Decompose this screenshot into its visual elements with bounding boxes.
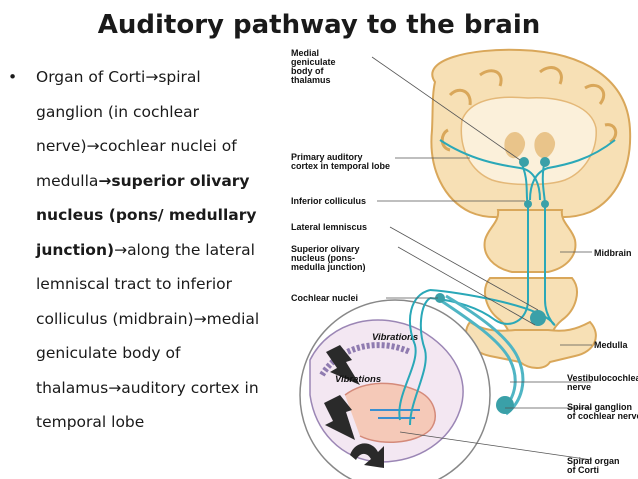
label-midbrain: Midbrain — [594, 248, 632, 258]
bullet-text-segment: geniculate body of — [36, 344, 181, 362]
arrow-icon: → — [145, 68, 159, 86]
bullet-line: thalamus→auditory cortex in — [8, 371, 296, 406]
bullet-text-segment: auditory cortex in — [121, 378, 259, 397]
arrow-icon: → — [114, 240, 128, 259]
bullet-line: colliculus (midbrain)→medial — [8, 302, 296, 337]
auditory-pathway-diagram: Vibrations Vibrations — [291, 48, 638, 479]
bullet-text-segment: Organ of Corti — [36, 68, 146, 86]
label-spiral-ganglion: Spiral ganglion of cochlear nerve — [567, 402, 638, 421]
bullet-text-segment: cochlear nuclei of — [99, 137, 237, 155]
label-leaders — [371, 56, 593, 461]
label-cochlear-nuclei: Cochlear nuclei — [291, 293, 358, 303]
slide-title: Auditory pathway to the brain — [97, 10, 541, 40]
ear-cochlea: Vibrations Vibrations — [299, 299, 491, 479]
bullet-line: geniculate body of — [8, 336, 296, 371]
bullet-line: medulla→superior olivary — [8, 164, 296, 199]
bullet-text-segment: spiral — [158, 68, 201, 86]
bullet-text-segment: temporal lobe — [36, 413, 145, 431]
bullet-text-segment: medulla — [36, 171, 99, 190]
label-inferior-colliculus: Inferior colliculus — [291, 196, 366, 206]
arrow-icon: → — [98, 171, 112, 190]
bullet-text-segment: thalamus — [36, 378, 109, 397]
label-lateral-lemniscus: Lateral lemniscus — [291, 222, 367, 232]
bullet-text-segment: colliculus (midbrain) — [36, 309, 194, 328]
bullet-text-segment: nerve) — [36, 137, 87, 155]
bullet-text-segment: nucleus (pons/ medullary — [36, 206, 257, 224]
bullet-marker: • — [8, 68, 18, 86]
pathway-nuclei — [435, 157, 550, 414]
brainstem — [465, 209, 597, 369]
bullet-line: nerve)→cochlear nuclei of — [8, 129, 296, 164]
bullet-line: temporal lobe — [8, 405, 296, 440]
vibrations-label-1: Vibrations — [372, 332, 418, 343]
label-superior-olivary: Superior olivary nucleus (pons- medulla … — [291, 244, 366, 272]
diagram-labels: Medial geniculate body of thalamus Prima… — [291, 48, 638, 475]
bullet-text-segment: junction) — [36, 240, 115, 259]
arrow-icon: → — [86, 137, 100, 155]
bullet-line: • Organ of Corti→spiral — [8, 60, 296, 95]
bullet-line: junction)→along the lateral — [8, 233, 296, 268]
label-primary-auditory: Primary auditory cortex in temporal lobe — [291, 152, 390, 171]
label-medial-geniculate: Medial geniculate body of thalamus — [291, 48, 338, 85]
bullet-text-segment: ganglion (in cochlear — [36, 102, 200, 121]
bullet-text-segment: lemniscal tract to inferior — [36, 275, 233, 293]
arrow-icon: → — [193, 309, 207, 328]
bullet-text-segment: medial — [206, 309, 260, 328]
arrow-icon: → — [108, 378, 122, 397]
bullet-line: nucleus (pons/ medullary — [8, 198, 296, 233]
bullet-text-segment: superior olivary — [111, 171, 250, 190]
bullet-line: ganglion (in cochlear — [8, 95, 296, 130]
bullet-text-segment: along the lateral — [127, 240, 255, 259]
bullet-line: lemniscal tract to inferior — [8, 267, 296, 302]
label-vestibulocochlear: Vestibulocochlear nerve — [567, 373, 638, 392]
vibrations-label-2: Vibrations — [335, 374, 381, 385]
label-spiral-organ: Spiral organ of Corti — [567, 456, 622, 475]
label-medulla: Medulla — [594, 340, 628, 350]
vestibulocochlear-nerve — [439, 294, 525, 416]
